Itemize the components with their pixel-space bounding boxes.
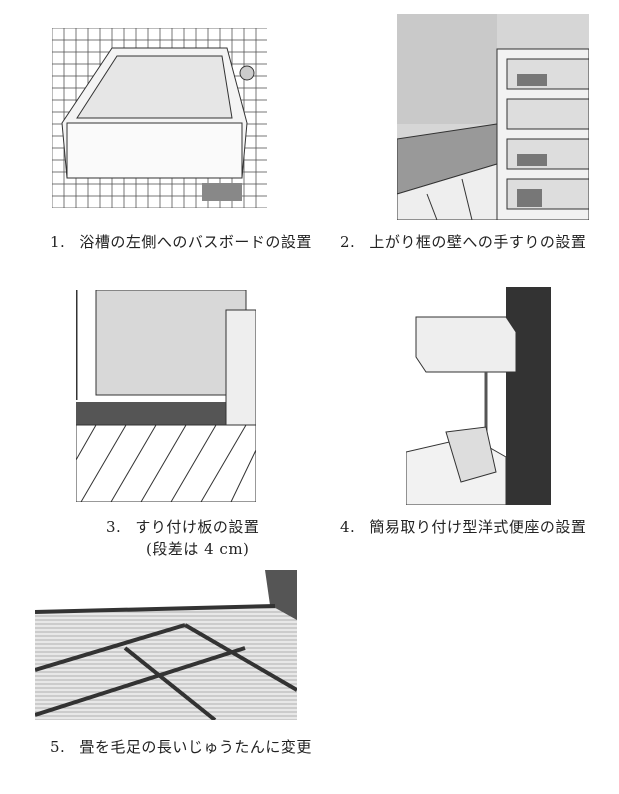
caption-5: 5.畳を毛足の長いじゅうたんに変更 (50, 738, 312, 756)
caption-2: 2.上がり框の壁への手すりの設置 (340, 233, 587, 251)
caption-3-sub: (段差は 4 cm) (146, 540, 250, 558)
caption-3: 3.すり付け板の設置 (106, 518, 260, 536)
figure-4-toilet-seat (406, 287, 551, 505)
figure-2-entrance-handrail (397, 14, 589, 220)
figure-5-tatami-floor (35, 570, 297, 720)
figure-1-bathtub (52, 28, 267, 208)
figure-3-threshold-ramp (76, 290, 256, 502)
caption-4: 4.簡易取り付け型洋式便座の設置 (340, 518, 587, 536)
caption-1: 1.浴槽の左側へのバスボードの設置 (50, 233, 312, 251)
